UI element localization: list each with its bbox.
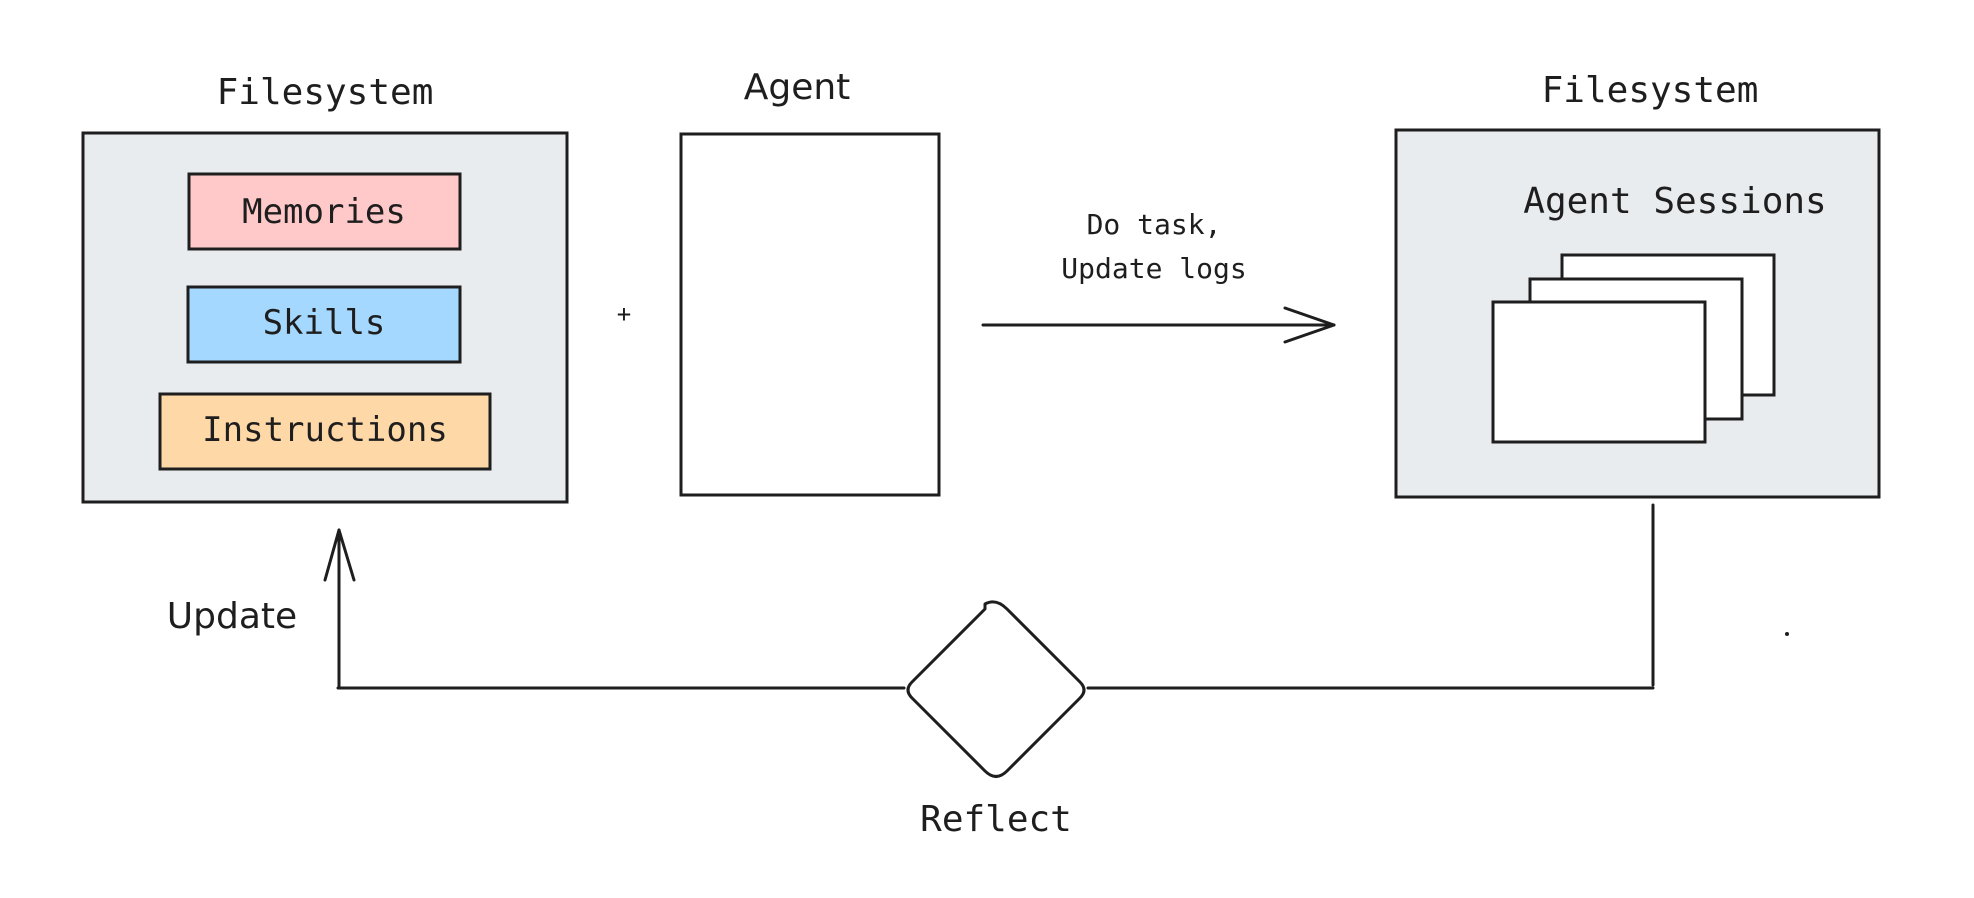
instructions-box	[158, 392, 492, 471]
plus-sign: +	[617, 300, 631, 328]
instructions-label: Instructions	[202, 410, 448, 450]
agent-sessions-title: Agent Sessions	[1523, 181, 1826, 222]
skills-label: Skills	[263, 303, 386, 343]
left-filesystem-title: Filesystem	[217, 72, 434, 113]
memories-box	[187, 172, 462, 251]
reflect-diamond	[906, 600, 1086, 778]
task-arrow-label-line1: Do task,	[1087, 208, 1222, 241]
agent-box	[679, 132, 941, 497]
skills-box	[186, 285, 462, 364]
right-filesystem-title: Filesystem	[1542, 70, 1759, 111]
update-arrow-head	[323, 528, 356, 582]
memories-label: Memories	[242, 192, 406, 232]
task-arrow-label-line2: Update logs	[1061, 252, 1246, 285]
task-arrow-head	[1283, 306, 1336, 344]
session-card-front	[1491, 300, 1707, 444]
reflect-label: Reflect	[920, 799, 1072, 840]
update-label: Update	[167, 596, 297, 637]
agent-title: Agent	[744, 67, 851, 108]
stray-dot	[1785, 632, 1789, 636]
